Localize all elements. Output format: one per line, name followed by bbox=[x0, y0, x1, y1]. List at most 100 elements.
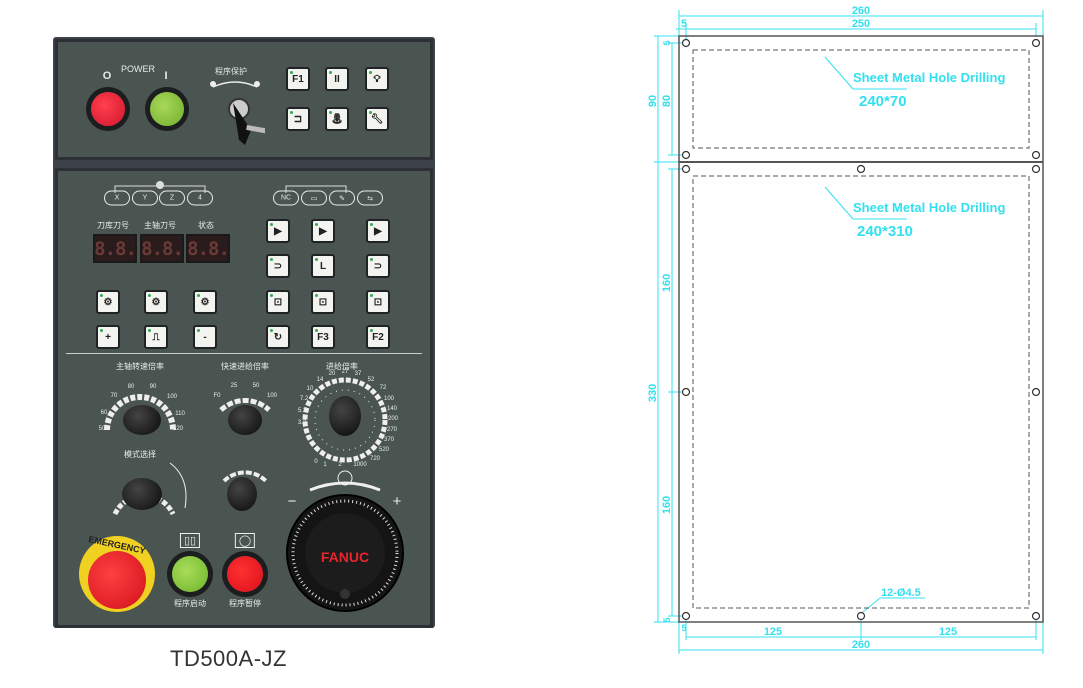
spindle-scale-100: 100 bbox=[166, 394, 178, 400]
f3-key[interactable]: F3 bbox=[311, 325, 335, 349]
rapid-scale-25: 25 bbox=[230, 383, 238, 389]
mode-edit-key[interactable]: ✎ bbox=[329, 190, 355, 206]
feed-scale-1000: 1000 bbox=[353, 462, 367, 468]
dim-bottom-half-2: 160 bbox=[661, 496, 673, 514]
feed-override-knob[interactable] bbox=[329, 396, 361, 436]
spindle-scale-70: 70 bbox=[110, 393, 118, 399]
dim-edge-offset-bottom-x: 5 bbox=[681, 623, 686, 633]
axis-select-knob[interactable] bbox=[227, 477, 257, 511]
section-divider bbox=[66, 353, 422, 354]
cutout-label-1: Sheet Metal Hole Drilling bbox=[853, 70, 1005, 85]
hole-callout: 12-Ø4.5 bbox=[881, 587, 921, 599]
restart-key[interactable]: ⊃ bbox=[366, 254, 390, 278]
manual-pulse-generator[interactable] bbox=[280, 468, 410, 618]
machine-lock-key[interactable]: L bbox=[311, 254, 335, 278]
spindle-ccw-key[interactable]: ⚙ bbox=[193, 290, 217, 314]
feed-scale-37: 37 bbox=[354, 371, 362, 377]
dim-overall-width: 260 bbox=[852, 5, 870, 17]
spindle-stop-key[interactable]: ⚙ bbox=[144, 290, 168, 314]
feed-hold-label: 程序暂停 bbox=[229, 599, 261, 608]
handwheel-minus: − bbox=[287, 493, 297, 510]
power-on-button[interactable] bbox=[150, 92, 184, 126]
feed-scale-0: 0 bbox=[314, 459, 318, 465]
mode-nc-key[interactable]: NC bbox=[273, 190, 299, 206]
rapid-override-knob[interactable] bbox=[228, 405, 262, 435]
rapid-override-label: 快速进给倍率 bbox=[221, 362, 269, 371]
dim-spacing-2: 125 bbox=[939, 626, 957, 638]
reference-return-key[interactable]: ↻ bbox=[266, 325, 290, 349]
dim-edge-offset-left: 5 bbox=[662, 40, 672, 45]
axis-y-key[interactable]: Y bbox=[132, 190, 158, 206]
mode-dnc-key[interactable]: ⇆ bbox=[357, 190, 383, 206]
magazine-cw-key[interactable]: ⊡ bbox=[311, 290, 335, 314]
spindle-scale-110: 110 bbox=[175, 411, 185, 417]
feed-scale-20: 20 bbox=[328, 371, 336, 377]
light-key[interactable]: ⊐ bbox=[286, 107, 310, 131]
jog-minus-key[interactable]: - bbox=[193, 325, 217, 349]
work-light-key[interactable]: 💡︎ bbox=[365, 67, 389, 91]
panel-outline bbox=[678, 35, 1044, 623]
dim-bottom-height: 330 bbox=[647, 384, 659, 402]
power-label: POWER bbox=[120, 64, 156, 74]
rapid-scale-100: 100 bbox=[266, 393, 278, 399]
dimension-lines bbox=[654, 10, 1044, 654]
dry-run-key[interactable]: ⊃ bbox=[266, 254, 290, 278]
dim-edge-offset-top: 5 bbox=[681, 18, 687, 30]
axis-z-key[interactable]: Z bbox=[159, 190, 185, 206]
rapid-key[interactable]: ⎍ bbox=[144, 325, 168, 349]
feed-hold-icon: ◯ bbox=[234, 533, 256, 548]
mode-memory-key[interactable]: ▭ bbox=[301, 190, 327, 206]
optional-stop-key[interactable]: ▶ bbox=[366, 219, 390, 243]
block-skip-key[interactable]: ▶ bbox=[311, 219, 335, 243]
rapid-override-scale bbox=[219, 398, 271, 412]
fanuc-logo: FANUC bbox=[320, 549, 370, 565]
spindle-cw-key[interactable]: ⚙ bbox=[96, 290, 120, 314]
feed-scale-140: 140 bbox=[386, 406, 398, 412]
spindle-scale-80: 80 bbox=[127, 384, 135, 390]
power-off-symbol: O bbox=[102, 70, 112, 82]
mode-select-knob[interactable] bbox=[122, 478, 162, 510]
feed-scale-14: 14 bbox=[316, 377, 324, 383]
mode-bracket bbox=[285, 185, 347, 193]
axis-4-key[interactable]: 4 bbox=[187, 190, 213, 206]
mode-select-label: 模式选择 bbox=[124, 450, 156, 459]
handwheel-plus: + bbox=[392, 493, 402, 510]
spindle-override-scale bbox=[104, 394, 176, 431]
feed-scale-520: 520 bbox=[378, 447, 390, 453]
feed-hold-button[interactable] bbox=[227, 556, 263, 592]
pause-key[interactable]: II bbox=[325, 67, 349, 91]
jog-plus-key[interactable]: + bbox=[96, 325, 120, 349]
axis-bracket bbox=[114, 181, 206, 193]
feed-scale-72: 72 bbox=[379, 385, 387, 391]
key-switch[interactable] bbox=[205, 75, 265, 150]
tool-clamp-key[interactable]: 🔧︎ bbox=[365, 107, 389, 131]
status-label: 状态 bbox=[198, 221, 214, 230]
spindle-override-knob[interactable] bbox=[123, 405, 161, 435]
axis-x-key[interactable]: X bbox=[104, 190, 130, 206]
coolant-key[interactable]: ⛲︎ bbox=[325, 107, 349, 131]
cycle-start-icon: ▯▯ bbox=[179, 533, 201, 548]
cycle-start-button[interactable] bbox=[172, 556, 208, 592]
power-off-button[interactable] bbox=[91, 92, 125, 126]
status-display: 8.8. bbox=[186, 234, 230, 263]
f2-key[interactable]: F2 bbox=[366, 325, 390, 349]
f1-key[interactable]: F1 bbox=[286, 67, 310, 91]
feed-scale-720: 720 bbox=[369, 456, 381, 462]
cycle-start-label: 程序启动 bbox=[174, 599, 206, 608]
cutout-size-2: 240*310 bbox=[857, 223, 913, 240]
magazine-tool-display: 8.8. bbox=[93, 234, 137, 263]
feed-override-scale bbox=[302, 377, 388, 463]
lamp-icon: ⊐ bbox=[293, 113, 303, 125]
feed-scale-1: 1 bbox=[323, 462, 327, 468]
spindle-scale-min: 50 bbox=[98, 426, 106, 432]
tool-release-key[interactable]: ⊡ bbox=[266, 290, 290, 314]
dim-bottom-half-1: 160 bbox=[661, 274, 673, 292]
single-block-key[interactable]: ▶ bbox=[266, 219, 290, 243]
feed-scale-100: 100 bbox=[383, 396, 395, 402]
emergency-stop-button[interactable] bbox=[88, 551, 146, 609]
magazine-ccw-key[interactable]: ⊡ bbox=[366, 290, 390, 314]
dim-spacing-1: 125 bbox=[764, 626, 782, 638]
feed-scale-7-2: 7.2 bbox=[299, 396, 309, 402]
feed-scale-370: 370 bbox=[383, 437, 395, 443]
